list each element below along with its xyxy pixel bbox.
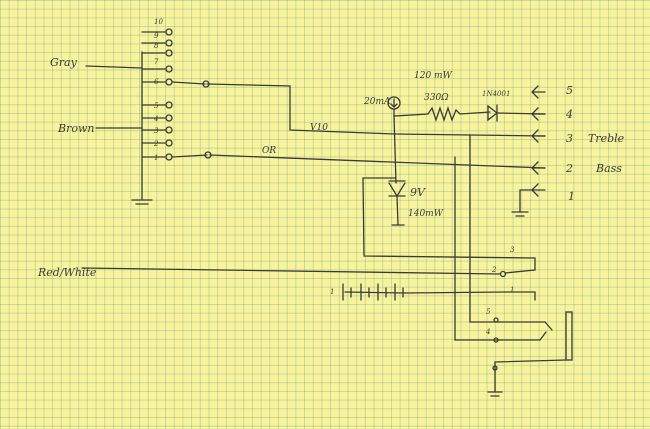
- wire-to-switch-b-3: [362, 177, 536, 271]
- red-white-wire-label: Red/White: [37, 266, 97, 279]
- power-label: 120 mW: [414, 71, 453, 81]
- output-4-number: 4: [565, 108, 573, 121]
- jack-terminal-4: 4: [485, 328, 490, 336]
- gray-wire-label: Gray: [50, 56, 78, 69]
- output-connectors: [531, 85, 546, 197]
- output-3-label: Treble: [588, 132, 625, 145]
- rotary-pos-2: 2: [153, 140, 159, 148]
- rotary-position-contacts: [165, 28, 173, 161]
- jack-terminal-5: 5: [486, 308, 491, 316]
- switch-b-lever: [504, 269, 536, 274]
- output-1-number: 1: [568, 190, 575, 203]
- rotary-pos-1: 1: [154, 154, 158, 162]
- rotary-pos-4: 4: [153, 115, 158, 123]
- rotary-position-stubs: [141, 31, 166, 158]
- wire-bass-to-jack: [454, 156, 541, 341]
- zener-power-label: 140mW: [408, 209, 444, 219]
- rotary-pos-3: 3: [154, 127, 159, 135]
- switch-b-pos-3: 3: [510, 246, 515, 254]
- rotary-pos-8: 8: [154, 42, 159, 50]
- rotary-pos-7: 7: [154, 58, 159, 66]
- switch-b-pos-2: 2: [491, 266, 497, 274]
- zener-leg: [393, 115, 397, 184]
- red-white-wire: [81, 267, 501, 275]
- output-5-number: 5: [566, 84, 573, 97]
- rotary-pos-9: 9: [154, 32, 159, 40]
- v10-label: V10: [310, 123, 328, 133]
- resistor-label: 330Ω: [424, 93, 449, 103]
- brown-wire-label: Brown: [57, 122, 94, 135]
- rotary-pos-6: 6: [154, 78, 159, 86]
- diode-symbol: [487, 104, 499, 122]
- jack-spring-contacts: [539, 321, 553, 341]
- diode-label: 1N4001: [482, 90, 510, 98]
- or-label: OR: [262, 146, 276, 156]
- zener-diode-symbol: [388, 182, 406, 198]
- switch-b-pos-1: 1: [510, 286, 514, 294]
- current-label: 20mA: [363, 97, 391, 107]
- output-2-label: Bass: [595, 162, 622, 175]
- battery-mark: 1: [330, 288, 334, 296]
- jack-sleeve: [565, 311, 573, 361]
- rotary-pos-5: 5: [154, 102, 159, 110]
- zener-voltage-label: 9V: [410, 186, 426, 199]
- battery-cells: [342, 283, 404, 301]
- output-3-number: 3: [566, 132, 573, 145]
- wire-pos6-v10: [171, 81, 396, 135]
- gray-wire: [85, 65, 143, 69]
- resistor: [393, 105, 491, 123]
- output-1-ground-wire: [519, 189, 533, 213]
- jack-ground-wire: [494, 359, 567, 393]
- wire-or: [171, 154, 546, 169]
- rotary-pos-10: 10: [154, 18, 163, 26]
- output-2-number: 2: [565, 162, 573, 175]
- wire-treble-to-jack: [469, 134, 546, 323]
